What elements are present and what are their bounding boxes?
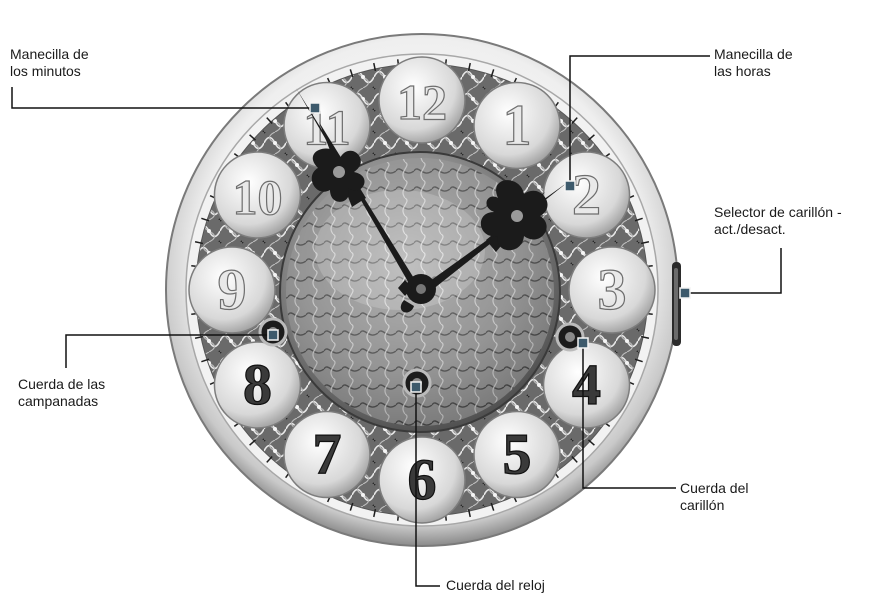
callout-hour-hand: Manecilla de las horas — [714, 46, 793, 80]
hour-numeral-5: 5 — [474, 412, 560, 498]
callout-minute-hand-line1: Manecilla de — [10, 46, 89, 63]
numeral-text: 1 — [503, 92, 532, 157]
callout-strike-winding-line1: Cuerda de las — [18, 376, 105, 393]
callout-hour-hand-line2: las horas — [714, 63, 793, 80]
hour-numeral-7: 7 — [284, 412, 370, 498]
hour-numeral-2: 2 — [544, 152, 630, 238]
marker-hour-hand — [565, 181, 575, 191]
numeral-text: 8 — [243, 352, 272, 417]
numeral-text: 10 — [232, 169, 282, 225]
hour-numeral-4: 4 — [544, 342, 630, 428]
callout-clock-winding: Cuerda del reloj — [446, 577, 545, 594]
numeral-text: 9 — [218, 257, 247, 322]
callout-chime-winding-line2: carillón — [680, 497, 749, 514]
hour-numeral-6: 6 — [379, 437, 465, 523]
callout-strike-winding: Cuerda de las campanadas — [18, 376, 105, 410]
callout-clock-winding-line1: Cuerda del reloj — [446, 577, 545, 594]
leader-chime-selector — [685, 248, 781, 293]
hour-numeral-1: 1 — [474, 82, 560, 168]
numeral-text: 2 — [572, 162, 601, 227]
callout-chime-winding-line1: Cuerda del — [680, 480, 749, 497]
callout-chime-selector-line2: act./desact. — [714, 221, 842, 238]
hour-numeral-12: 12 — [379, 57, 465, 143]
numeral-text: 3 — [598, 257, 627, 322]
numeral-text: 6 — [408, 447, 437, 512]
marker-strike-winding — [268, 330, 278, 340]
callout-chime-selector: Selector de carillón - act./desact. — [714, 204, 842, 238]
marker-chime-selector — [680, 288, 690, 298]
chime-selector-lever[interactable] — [672, 262, 681, 346]
callout-chime-winding: Cuerda del carillón — [680, 480, 749, 514]
hour-numeral-9: 9 — [189, 247, 275, 333]
hour-numeral-3: 3 — [569, 247, 655, 333]
callout-chime-selector-line1: Selector de carillón - — [714, 204, 842, 221]
marker-chime-winding — [578, 338, 588, 348]
hour-numeral-10: 10 — [214, 152, 300, 238]
numeral-text: 12 — [397, 74, 447, 130]
callout-hour-hand-line1: Manecilla de — [714, 46, 793, 63]
marker-minute-hand — [310, 103, 320, 113]
callout-strike-winding-line2: campanadas — [18, 393, 105, 410]
callout-minute-hand: Manecilla de los minutos — [10, 46, 89, 80]
center-highlight — [315, 190, 485, 310]
hour-numeral-8: 8 — [214, 342, 300, 428]
marker-clock-winding — [411, 382, 421, 392]
numeral-text: 4 — [572, 352, 601, 417]
callout-minute-hand-line2: los minutos — [10, 63, 89, 80]
numeral-text: 7 — [313, 422, 342, 487]
numeral-text: 5 — [503, 422, 532, 487]
